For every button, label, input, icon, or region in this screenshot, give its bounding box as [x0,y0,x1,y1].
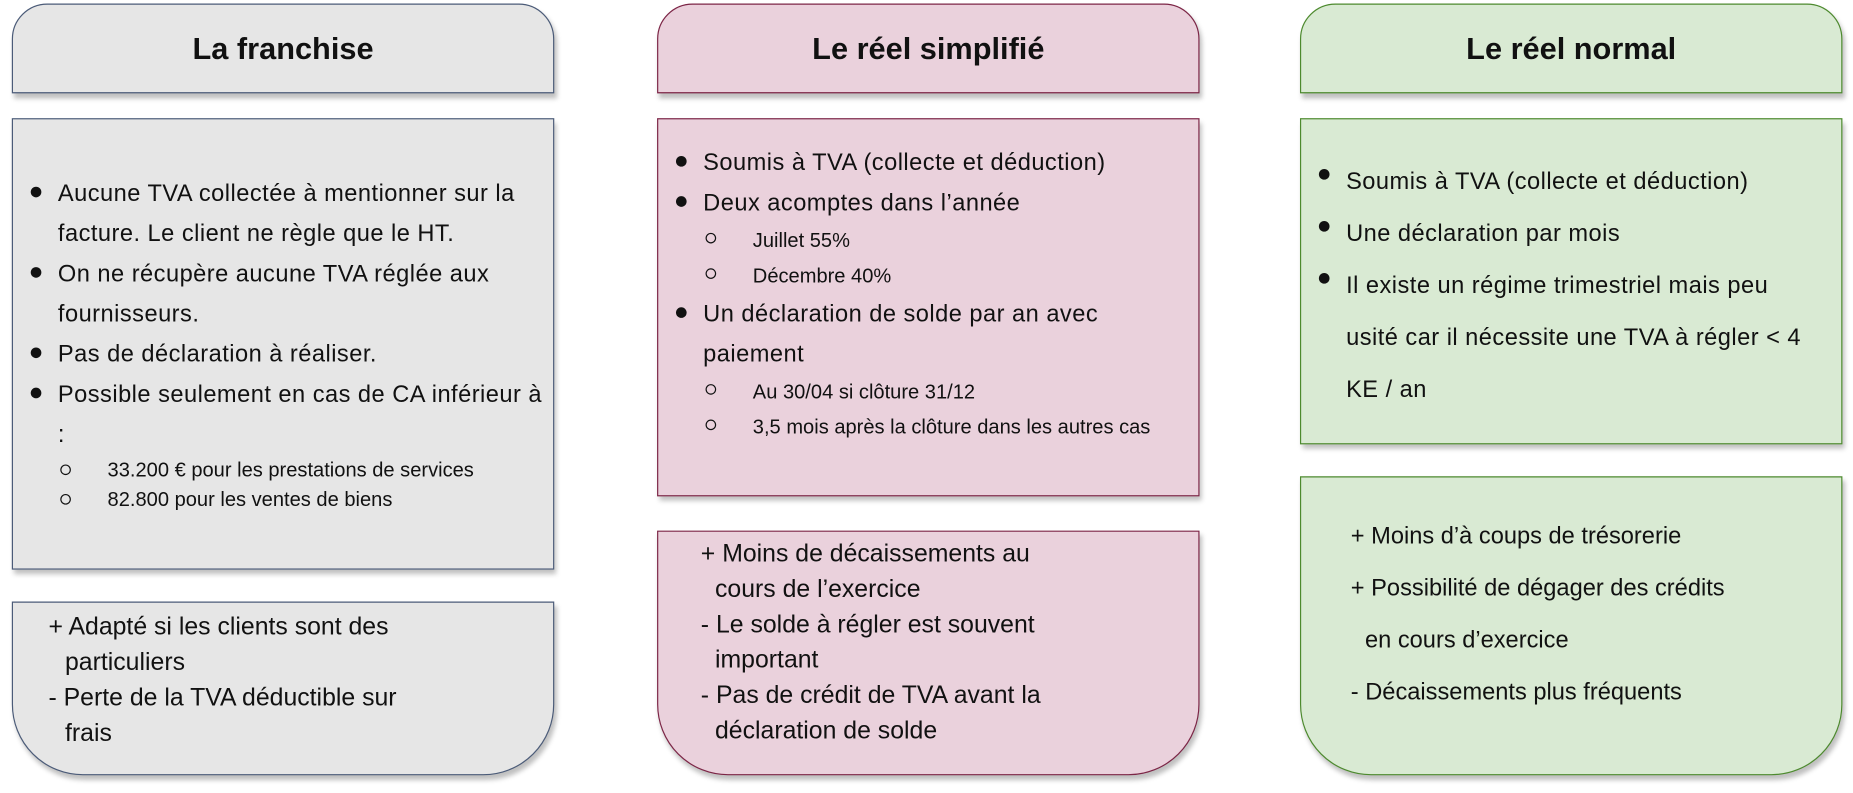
franchise-title: La franchise [192,30,374,66]
con-item-cont: déclaration de solde [714,717,938,745]
reel-normal-header: Le réel normal [1299,3,1843,94]
con-item: - Perte de la TVA déductible sur [48,684,397,712]
pro-item: + Possibilité de dégager des crédits [1350,575,1725,602]
reel-simplifie-pros-cons: + Moins de décaissements au cours de l’e… [657,530,1200,776]
sub-bullet: Au 30/04 si clôture 31/12 [658,375,1174,410]
pro-item: + Moins d’à coups de trésorerie [1350,523,1682,550]
sub-bullet: 3,5 mois après la clôture dans les autre… [658,410,1174,445]
con-item: - Le solde à régler est souvent [700,610,1035,639]
bullet: Soumis à TVA (collecte et déduction) [658,143,1198,183]
reel-simplifie-header: Le réel simplifié [657,3,1200,94]
bullet: Il existe un régime trimestriel mais peu… [1301,260,1806,416]
bullet: Un déclaration de solde par an avec paie… [658,294,1198,374]
con-item: - Pas de crédit de TVA avant la [700,681,1041,710]
con-item: - Décaissements plus fréquents [1350,679,1682,706]
reel-normal-pros-cons: + Moins d’à coups de trésorerie + Possib… [1299,476,1843,776]
reel-simplifie-details: Soumis à TVA (collecte et déduction) Deu… [657,118,1200,497]
con-item-cont: frais [64,719,112,747]
pro-item-cont: cours de l’exercice [714,575,921,603]
bullet: On ne récupère aucune TVA réglée aux fou… [13,254,553,334]
bullet: Possible seulement en cas de CA inférieu… [13,375,553,455]
franchise-pros-cons: + Adapté si les clients sont des particu… [11,601,555,776]
pro-item-cont: en cours d’exercice [1364,627,1569,654]
reel-simplifie-title: Le réel simplifié [812,30,1045,66]
pro-item: + Adapté si les clients sont des [48,613,389,641]
reel-normal-title: Le réel normal [1466,30,1677,66]
sub-bullet: Décembre 40% [658,259,1198,294]
sub-bullet: 82.800 pour les ventes de biens [13,485,553,515]
pro-item: + Moins de décaissements au [700,540,1030,568]
bullet: Deux acomptes dans l’année [658,183,1198,223]
sub-bullet: Juillet 55% [658,223,1198,258]
franchise-details: Aucune TVA collectée à mentionner sur la… [11,118,555,570]
sub-bullet: 33.200 € pour les prestations de service… [13,455,553,485]
bullet: Soumis à TVA (collecte et déduction) [1301,156,1806,208]
bullet: Une déclaration par mois [1301,208,1806,260]
bullet: Aucune TVA collectée à mentionner sur la… [13,174,553,254]
reel-normal-details: Soumis à TVA (collecte et déduction) Une… [1299,118,1843,445]
bullet: Pas de déclaration à réaliser. [13,334,553,374]
con-item-cont: important [714,646,819,674]
pro-item-cont: particuliers [64,648,186,676]
franchise-header: La franchise [11,3,555,94]
